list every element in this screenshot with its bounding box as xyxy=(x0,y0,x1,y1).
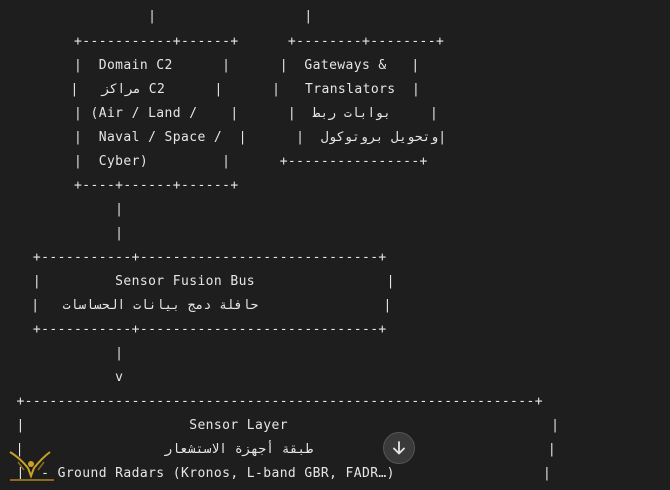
code-line: | (Air / Land / | | بوابات ربط | xyxy=(0,106,438,121)
code-line: | Cyber) | +----------------+ xyxy=(0,154,428,169)
code-line: | Domain C2 | | Gateways & | xyxy=(0,58,420,73)
code-line: | حافلة دمج بيانات الحساسات | xyxy=(0,298,392,313)
code-line: +-----------+---------------------------… xyxy=(0,250,387,265)
code-line: +---------------------------------------… xyxy=(0,394,543,409)
code-line: | xyxy=(0,226,124,241)
scroll-to-bottom-button[interactable] xyxy=(383,432,415,464)
code-line: +----+------+------+ xyxy=(0,178,239,193)
code-line: | مراكز C2 | | Translators | xyxy=(0,82,421,97)
code-line: v xyxy=(0,370,124,385)
code-line: | xyxy=(0,202,124,217)
code-line: | Sensor Fusion Bus | xyxy=(0,274,395,289)
arrow-down-icon xyxy=(393,441,405,455)
code-line: | Sensor Layer | xyxy=(0,418,560,433)
code-line: +-----------+------+ +--------+--------+ xyxy=(0,34,445,49)
eagle-logo-icon xyxy=(9,451,54,481)
code-line: | - Ground Radars (Kronos, L-band GBR, F… xyxy=(0,466,552,481)
code-line: | طبقة أجهزة الاستشعار | xyxy=(0,442,556,457)
code-line: +-----------+---------------------------… xyxy=(0,322,387,337)
code-line: | | xyxy=(0,9,313,24)
organization-logo xyxy=(4,446,60,486)
code-line: | xyxy=(0,346,124,361)
code-line: | Naval / Space / | | وتحويل بروتوكول| xyxy=(0,130,447,145)
